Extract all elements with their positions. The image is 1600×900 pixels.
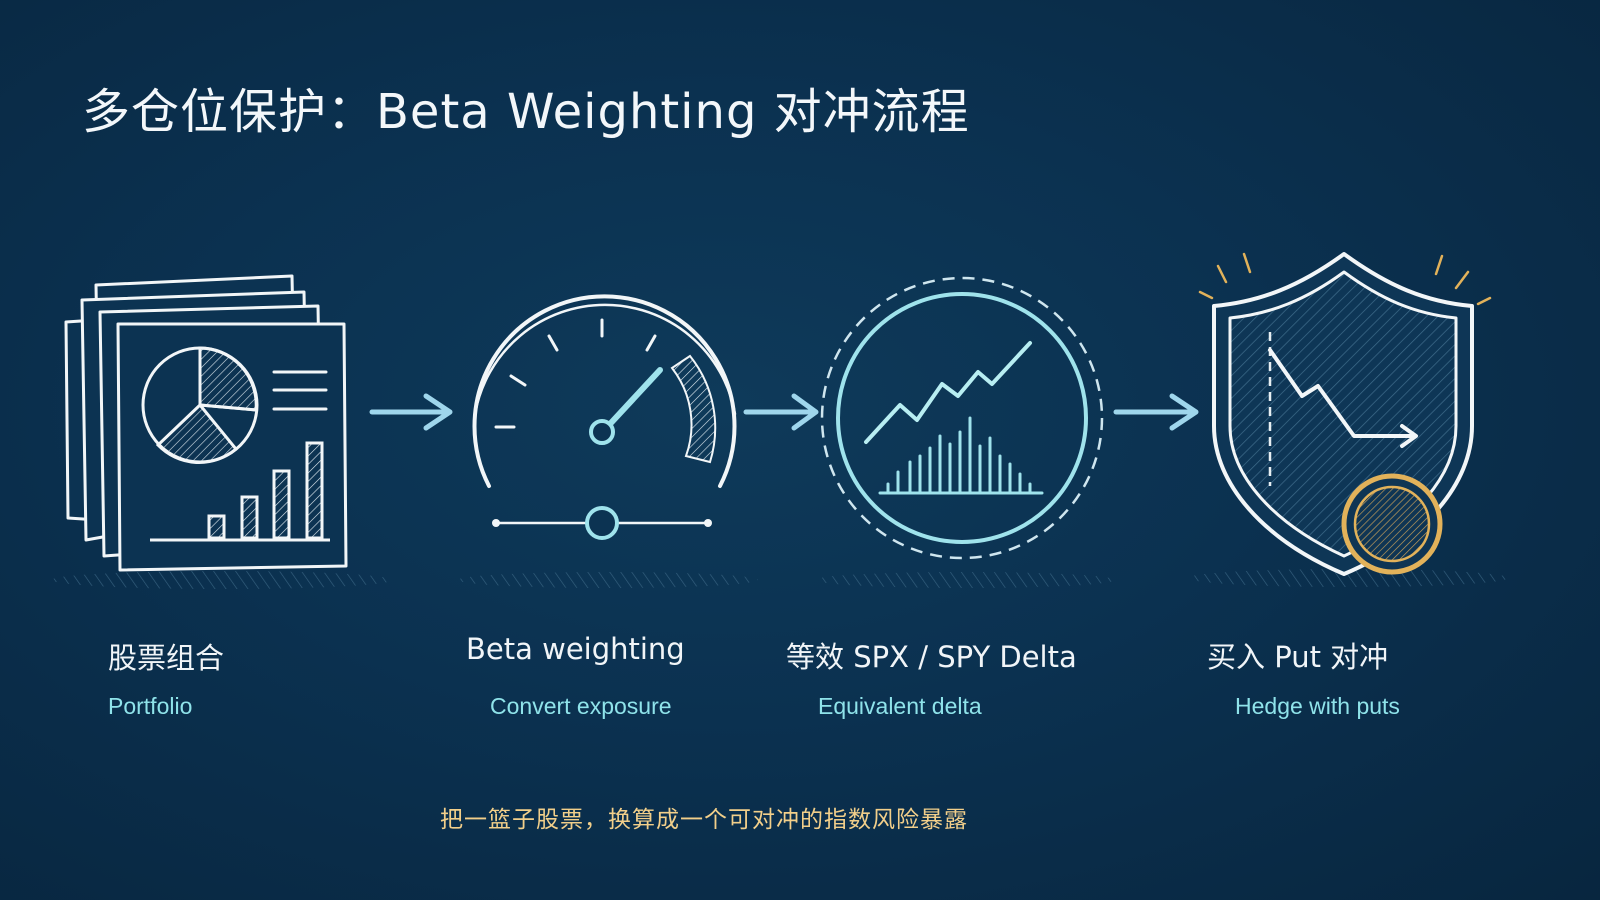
- step-label-portfolio: 股票组合: [108, 641, 225, 675]
- page-title: 多仓位保护：Beta Weighting 对冲流程: [82, 84, 970, 140]
- step-label-buy-put: 买入 Put 对冲: [1207, 640, 1389, 674]
- step-sub-buy-put: Hedge with puts: [1235, 693, 1400, 719]
- arrow-right-icon: [743, 393, 819, 431]
- portfolio-documents-icon: [52, 274, 392, 589]
- arrow-right-icon: [1113, 393, 1199, 431]
- step-sub-equivalent-delta: Equivalent delta: [818, 693, 982, 719]
- step-sub-beta-weighting: Convert exposure: [490, 693, 672, 719]
- step-label-beta-weighting: Beta weighting: [466, 632, 685, 666]
- index-chart-circle-icon: [815, 276, 1115, 588]
- step-sub-portfolio: Portfolio: [108, 693, 193, 719]
- gauge-icon: [458, 294, 758, 588]
- step-label-equivalent-delta: 等效 SPX / SPY Delta: [786, 640, 1077, 674]
- arrow-right-icon: [369, 393, 453, 431]
- caption: 把一篮子股票，换算成一个可对冲的指数风险暴露: [440, 807, 968, 833]
- shield-icon: [1188, 252, 1508, 587]
